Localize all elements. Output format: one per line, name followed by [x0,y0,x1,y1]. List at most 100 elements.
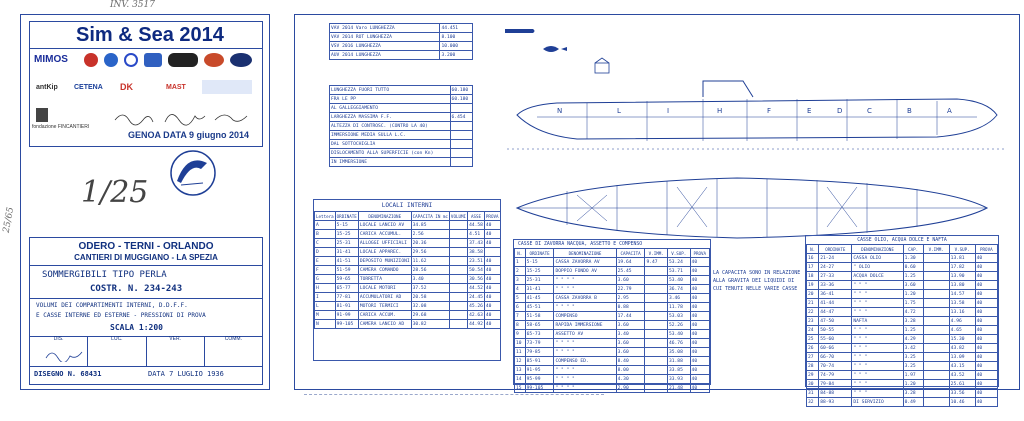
ballast-column-header: V.IMM. [644,248,668,258]
oil-tank-row-cell: 32 [805,397,820,407]
internal-room-row-cell: 41-51 [334,256,359,266]
sign-header-copied: LUC. [88,336,147,366]
ballast-tank-row-cell: 2 [514,266,526,276]
internal-room-row-cell [448,247,469,257]
ballast-tank-row-cell: RAPIDA IMMERSIONE [553,320,617,330]
oil-tank-row-cell: 43.52 [948,370,976,380]
oil-tank-row-cell: 1.75 [902,298,924,308]
internal-room-row-cell: CAMERA LANCIO AD [357,319,412,329]
oil-tank-row-cell: 40 [974,379,999,389]
oil-tank-row-cell [922,334,950,344]
internal-room-row-cell: A [314,220,336,230]
oil-column-header: PROVA [974,244,999,254]
shipyard-name: CANTIERI DI MUGGIANO - LA SPEZIA [74,253,218,262]
ballast-tank-row-cell: 40 [689,284,711,294]
hull-dimension-row-cell: IN IMMERSIONE [329,157,451,167]
internal-room-row-cell: 65-77 [334,283,359,293]
oil-tank-row-cell: 40 [974,397,999,407]
internal-room-row-cell: CAMERA COMANDO [357,265,412,275]
oil-tank-row-cell: 3.60 [902,280,924,290]
oil-tank-row-cell: 40 [974,262,999,272]
oil-column-header: CAP. [902,244,924,254]
ballast-tank-row-cell [644,329,668,339]
ballast-tank-row-cell: 8 [514,320,526,330]
oil-tank-row-cell: 22 [805,307,820,317]
scale-fraction: 1/25 [81,175,149,210]
ballast-tank-row-cell: 36.74 [667,284,691,294]
oil-tank-row-cell [922,271,950,281]
internal-room-row-cell: B [314,229,336,239]
oil-tank-row-cell: 27-33 [818,271,853,281]
ballast-column-header: PROVA [689,248,711,258]
ballast-tank-row-cell [644,275,668,285]
internal-room-row-cell: 30.56 [467,274,485,284]
hull-dimension-row-cell: DAL SOTTOCHIGLIA [329,139,451,149]
hull-label-h: H [717,107,722,115]
sign-header-drawn: DIS. [30,336,89,366]
event-title: Sim & Sea 2014 [76,24,224,46]
oil-tank-row-cell: 1.25 [902,325,924,335]
oil-tank-row-cell [922,280,950,290]
ballast-tank-row-cell: " " " " [553,275,617,285]
ballast-tank-row-cell: 4 [514,284,526,294]
hull-dimension-row-cell: DISLOCAMENTO ALLA SUPERFICIE (con Kn) [329,148,451,158]
ballast-tank-row-cell: 3.40 [615,329,646,339]
internal-column-header: ORDINATE [334,211,359,221]
internal-room-row-cell: CARICA ACCUM. [357,310,412,320]
sponsor-logo-mast: MAST [166,84,186,91]
oil-tank-row-cell: " " " [851,370,904,380]
internal-room-row-cell: 37.43 [467,238,485,248]
oil-tank-row-cell: " " " [851,343,904,353]
internal-room-row-cell: 3.40 [410,274,450,284]
oil-tank-row-cell: 1.25 [902,271,924,281]
ballast-tank-row-cell: 40 [689,338,711,348]
oil-tank-row-cell: " " " [851,352,904,362]
oil-tank-row-cell: 40 [974,334,999,344]
oil-tank-row-cell: 29 [805,370,820,380]
internal-room-row-cell: 20.58 [410,292,450,302]
ballast-tank-row-cell: 25-31 [524,275,555,285]
ballast-tank-row-cell: DOPPIO FONDO AV [553,266,617,276]
ballast-tank-row-cell: 40 [689,365,711,375]
oil-tank-row-cell: 43.15 [948,361,976,371]
hull-dimension-row: LARGHEZZA MASSIMA F.F.6.454 [329,112,474,122]
ballast-tank-row-cell: 31-41 [524,284,555,294]
internal-room-row-cell: 34.85 [410,220,450,230]
ballast-tank-row-cell: ASSETTO AV [553,329,617,339]
ballast-tank-row-cell [644,374,668,384]
pencil-note-side: 25/65 [1,206,17,234]
internal-room-row-cell [448,229,469,239]
ballast-tank-row-cell: 8.40 [615,356,646,366]
internal-room-row-cell: M [314,310,336,320]
oil-tank-row-cell: 31 [805,388,820,398]
internal-room-row-cell: 28.56 [410,265,450,275]
internal-room-row-cell: 25-31 [334,238,359,248]
drafter-signature [45,351,83,362]
internal-room-row-cell: 81-91 [334,301,359,311]
internal-room-row-cell: F [314,265,336,275]
hull-dimension-row-cell: AL GALLEGGIAMENTO [329,103,451,113]
internal-room-row-cell [448,274,469,284]
oil-tank-row-cell: 60-66 [818,343,853,353]
ballast-tank-row-cell: CASSA ZAVORRA AV [553,257,617,267]
ballast-tank-row-cell: " " " " [553,383,617,393]
hull-label-d: D [837,107,842,115]
oil-tank-row-cell: 3.25 [902,352,924,362]
hull-dimension-row: DAL SOTTOCHIGLIA [329,139,474,149]
ballast-tank-row-cell: 5 [514,293,526,303]
ballast-tank-row-cell: 40 [689,275,711,285]
ballast-tank-row-cell: 2.95 [615,293,646,303]
oil-tank-row-cell: 40 [974,370,999,380]
ballast-tank-row-cell: 3.60 [615,347,646,357]
oil-tank-row-cell: 14.57 [948,289,976,299]
oil-tank-row-cell: 79-84 [818,379,853,389]
drawing-date: DATA 7 LUGLIO 1936 [148,370,224,378]
